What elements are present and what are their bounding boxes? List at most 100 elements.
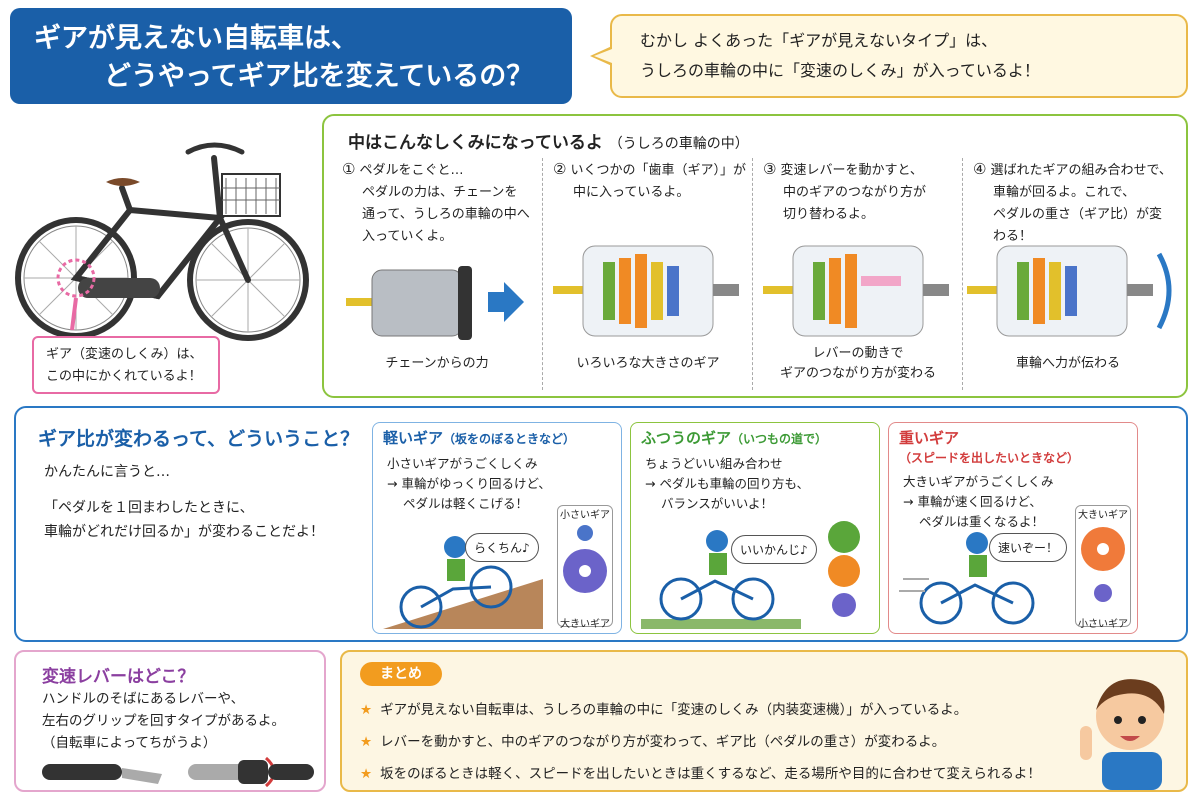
step-3-line3: 切り替わるよ。 <box>783 207 875 222</box>
gear-ratio-line2: 車輪がどれだけ回るか」が変わることだよ！ <box>44 524 324 540</box>
normal-gear-line1: ちょうどいい組み合わせ <box>645 456 783 471</box>
summary-item: ★坂をのぼるときは軽く、スピードを出したいときは重くするなど、走る場所や目的に合… <box>360 766 1041 782</box>
step-1-line4: 入っていくよ。 <box>362 229 453 244</box>
heavy-gear-card: 重いギア （スピードを出したいときなど） 大きいギアがうごくしくみ → 車輪が速く… <box>888 422 1138 634</box>
light-gear-line1: 小さいギアがうごくしくみ <box>387 456 538 471</box>
hub-gear-note: ギア（変速のしくみ）は、 この中にかくれているよ！ <box>32 336 220 394</box>
intro-bubble: むかし よくあった「ギアが見えないタイプ」は、 うしろの車輪の中に「変速のしくみ… <box>610 14 1188 98</box>
light-gear-speech: らくちん♪ <box>465 533 539 562</box>
light-gear-note: （坂をのぼるときなど） <box>443 432 576 446</box>
heavy-gear-title: 重いギア <box>899 429 960 447</box>
hub-highlight <box>56 258 96 298</box>
front-basket <box>221 173 281 217</box>
step-3-caption-line2: ギアのつながり方が変わる <box>779 366 936 381</box>
flat-rider-illustration <box>641 530 801 629</box>
title-line2: どうやってギア比を変えているの？ <box>104 61 534 92</box>
gear-ratio-panel: ギア比が変わるって、どういうこと？ かんたんに言うと… 「ペダルを１回まわしたと… <box>14 406 1188 642</box>
wheel-turning-illustration <box>967 245 1172 337</box>
step-1-caption: チェーンからの力 <box>385 356 489 371</box>
heavy-gear-speech: 速いぞー！ <box>989 533 1068 562</box>
bubble-tail-inner <box>594 49 612 63</box>
normal-gear-title: ふつうのギア <box>641 429 732 447</box>
gear-ratio-intro: かんたんに言うと… <box>44 464 170 480</box>
bicycle-illustration <box>15 142 309 341</box>
heavy-gear-diagram: 大きいギア 小さいギア <box>1075 505 1131 630</box>
title-line1: ギアが見えない自転車は、 <box>34 23 358 54</box>
heavy-gear-line1: 大きいギアがうごくしくみ <box>903 474 1054 489</box>
heavy-gear-line2: → 車輪が速く回るけど、 <box>903 494 1042 509</box>
normal-gear-icon <box>828 521 860 617</box>
gear-pair-icon <box>563 525 607 593</box>
step-3-caption-line1: レバーの動きで <box>812 346 904 361</box>
light-gear-line2: → 車輪がゆっくり回るけど、 <box>387 476 551 491</box>
summary-list: ★ギアが見えない自転車は、うしろの車輪の中に「変速のしくみ（内装変速機）」が入っ… <box>360 694 1041 790</box>
mechanism-title-main: 中はこんなしくみになっているよ <box>348 133 603 153</box>
gear-ratio-title: ギア比が変わるって、どういうこと？ <box>38 428 360 450</box>
heavy-gear-top-label: 大きいギア <box>1078 510 1128 521</box>
light-gear-title: 軽いギア <box>383 429 444 447</box>
shift-lever-line3: （自転車によってちがうよ） <box>42 735 217 751</box>
step-2-line1: いくつかの「歯車（ギア）」が <box>570 163 746 178</box>
normal-gear-speech: いいかんじ♪ <box>731 535 817 564</box>
star-icon: ★ <box>360 766 373 782</box>
light-gear-bottom-label: 大きいギア <box>560 619 610 630</box>
normal-gear-line2: → ペダルも車輪の回り方も、 <box>645 476 810 491</box>
handlebar <box>185 142 245 155</box>
fast-rider-illustration <box>899 532 1035 625</box>
pointer-arrow <box>70 297 78 331</box>
gear-ratio-line1: 「ペダルを１回まわしたときに、 <box>44 500 254 516</box>
normal-gear-line3: バランスがいいよ！ <box>661 496 774 511</box>
light-gear-top-label: 小さいギア <box>560 510 610 521</box>
summary-item: ★レバーを動かすと、中のギアのつながり方が変わって、ギア比（ペダルの重さ）が変わ… <box>360 734 946 750</box>
chain-guard <box>78 278 160 298</box>
step-3-line1: 変速レバーを動かすと、 <box>780 163 923 178</box>
hub-note-line2: この中にかくれているよ！ <box>46 369 202 384</box>
saddle <box>106 178 140 186</box>
step-4-line1: 選ばれたギアの組み合わせで、 <box>990 163 1172 178</box>
hub-closed-illustration <box>346 266 524 340</box>
step-4-caption: 車輪へ力が伝わる <box>1015 356 1120 371</box>
shift-lever-line2: 左右のグリップを回すタイプがあるよ。 <box>42 713 285 729</box>
step-3-number: ③ <box>763 160 777 178</box>
step-2-number: ② <box>553 160 567 178</box>
step-4-number: ④ <box>973 160 987 178</box>
summary-badge: まとめ <box>360 662 442 686</box>
step-1-line1: ペダルをこぐと… <box>359 163 464 178</box>
heavy-gear-bottom-label: 小さいギア <box>1078 619 1128 630</box>
mechanism-title-sub: （うしろの車輪の中） <box>608 136 749 152</box>
gears-inside-illustration <box>553 245 739 337</box>
handle-grip-illustration <box>42 756 314 788</box>
heavy-gear-line3: ペダルは重くなるよ！ <box>919 514 1045 529</box>
heavy-gear-note: （スピードを出したいときなど） <box>899 451 1080 465</box>
star-icon: ★ <box>360 702 373 718</box>
step-2-line2: 中に入っているよ。 <box>573 185 690 200</box>
normal-gear-card: ふつうのギア（いつもの道で） ちょうどいい組み合わせ → ペダルも車輪の回り方も… <box>630 422 880 634</box>
gear-pair-icon <box>1081 527 1125 602</box>
step-1-line2: ペダルの力は、チェーンを <box>362 185 518 200</box>
step-2-caption: いろいろな大きさのギア <box>576 356 720 371</box>
light-gear-line3: ペダルは軽くこげる！ <box>403 496 529 511</box>
shift-lever-panel: 変速レバーはどこ？ ハンドルのそばにあるレバーや、 左右のグリップを回すタイプが… <box>14 650 326 792</box>
step-4-line3: ペダルの重さ（ギア比）が変わる！ <box>993 207 1163 244</box>
page-title: ギアが見えない自転車は、 どうやってギア比を変えているの？ <box>10 8 572 104</box>
star-icon: ★ <box>360 734 373 750</box>
summary-panel: まとめ ★ギアが見えない自転車は、うしろの車輪の中に「変速のしくみ（内装変速機）… <box>340 650 1188 792</box>
light-gear-diagram: 小さいギア 大きいギア <box>557 505 613 630</box>
step-1-number: ① <box>342 160 356 178</box>
step-3-line2: 中のギアのつながり方が <box>783 185 927 200</box>
intro-line2: うしろの車輪の中に「変速のしくみ」が入っているよ！ <box>640 61 1040 80</box>
shift-lever-line1: ハンドルのそばにあるレバーや、 <box>42 691 245 707</box>
hub-note-line1: ギア（変速のしくみ）は、 <box>46 347 203 362</box>
uphill-rider-illustration <box>383 536 543 629</box>
normal-gear-note: （いつもの道で） <box>731 432 828 446</box>
summary-item: ★ギアが見えない自転車は、うしろの車輪の中に「変速のしくみ（内装変速機）」が入っ… <box>360 702 968 718</box>
light-gear-card: 軽いギア（坂をのぼるときなど） 小さいギアがうごくしくみ → 車輪がゆっくり回る… <box>372 422 622 634</box>
step-1-line3: 通って、うしろの車輪の中へ <box>362 207 530 222</box>
lever-switch-illustration <box>763 245 949 337</box>
shift-lever-title: 変速レバーはどこ？ <box>42 667 195 687</box>
